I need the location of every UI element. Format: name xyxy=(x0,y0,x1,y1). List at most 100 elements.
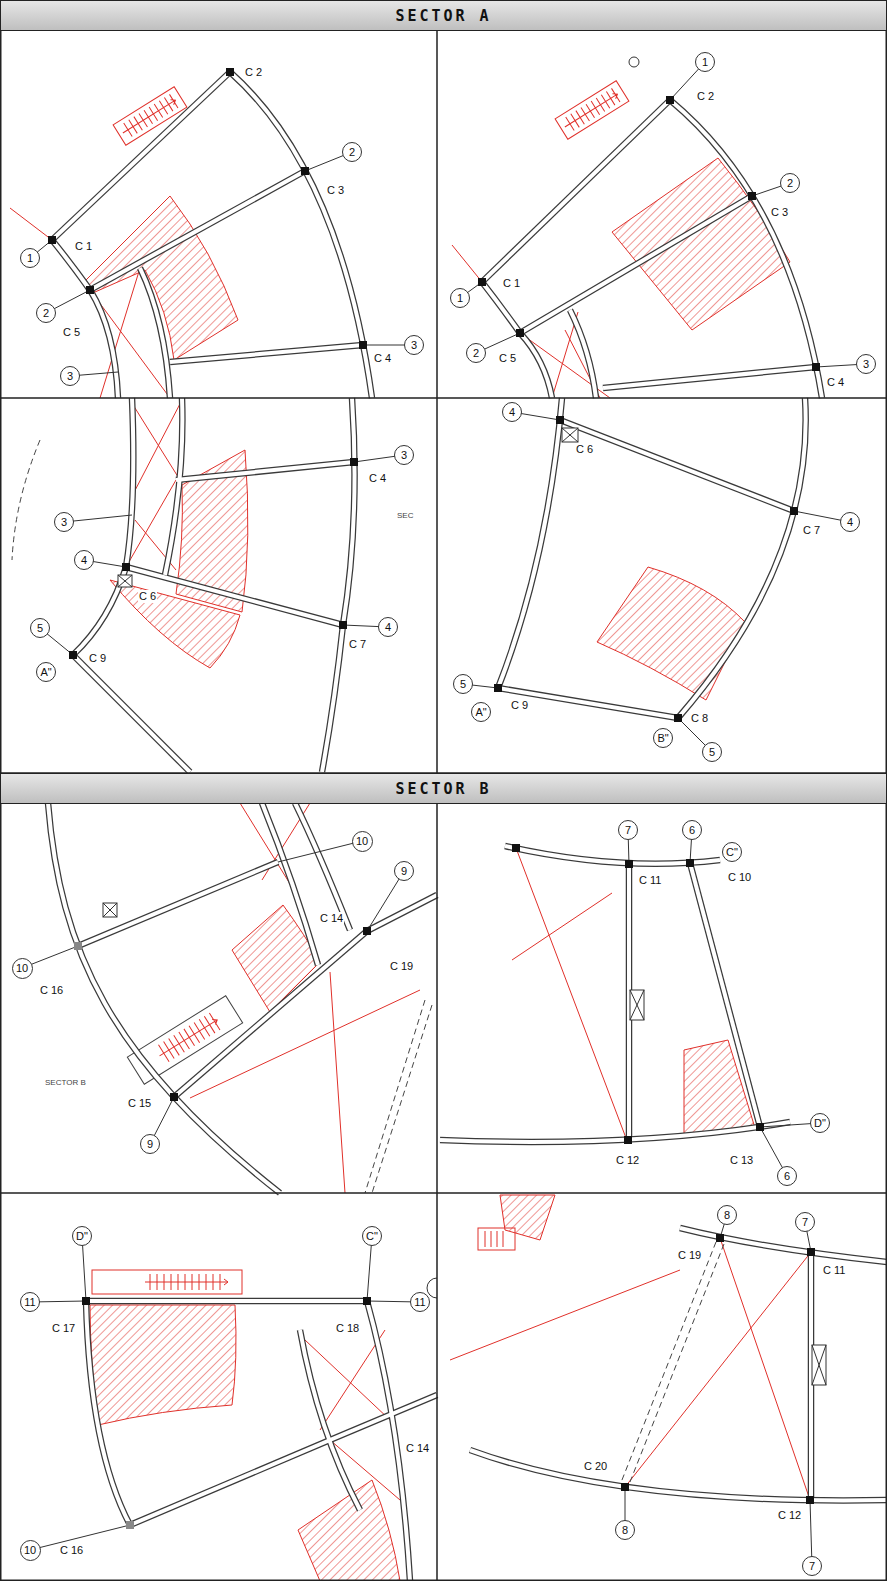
column-label: C 12 xyxy=(777,1509,802,1522)
note-label: SEC xyxy=(396,511,414,521)
drawing-part xyxy=(154,1011,222,1064)
grid-bubble: 4 xyxy=(378,617,398,637)
column-label: C 10 xyxy=(727,871,752,884)
drawing-part xyxy=(113,87,187,146)
stairs xyxy=(92,81,629,1294)
drawing-part xyxy=(103,903,117,917)
drawing-part xyxy=(562,428,578,442)
sector-band: SECTOR A xyxy=(0,0,887,31)
grid-bubble: 10 xyxy=(12,958,33,979)
drawing-part xyxy=(500,1195,555,1240)
grid-number: 1 xyxy=(702,56,708,68)
drawing-part xyxy=(463,412,850,752)
drawing-part xyxy=(363,1297,371,1305)
drawing-part xyxy=(624,1136,632,1144)
drawing-part xyxy=(674,714,682,722)
grid-bubble: 10 xyxy=(352,831,373,852)
grid-number: A" xyxy=(475,706,486,718)
drawing-part xyxy=(720,1238,810,1500)
column-label: C 2 xyxy=(244,66,263,79)
column-label: C 5 xyxy=(498,352,517,365)
grid-number: 3 xyxy=(61,516,67,528)
column-label: C 16 xyxy=(59,1544,84,1557)
grid-number: 7 xyxy=(802,1216,808,1228)
column-label: C 1 xyxy=(502,277,521,290)
drawing-part xyxy=(756,1123,764,1131)
drawing-part xyxy=(555,81,629,140)
column-label: C 3 xyxy=(326,184,345,197)
openings xyxy=(103,57,826,1385)
drawing-part xyxy=(74,942,82,950)
grid-bubble: 2 xyxy=(780,173,800,193)
grid-bubble: C" xyxy=(722,842,742,862)
grid-bubble: 1 xyxy=(20,248,40,268)
grid-bubble: B" xyxy=(653,728,673,748)
drawing-part xyxy=(478,278,486,286)
grid-bubble: 3 xyxy=(404,335,424,355)
column-label: C 11 xyxy=(638,874,662,887)
grid-bubble: D" xyxy=(72,1226,92,1246)
grid-number: 2 xyxy=(349,146,355,158)
column-label: C 18 xyxy=(335,1322,360,1335)
leader-lines xyxy=(22,62,866,1566)
drawing-part xyxy=(561,87,622,133)
grid-bubble: 4 xyxy=(840,512,860,532)
grid-number: 7 xyxy=(625,824,631,836)
drawing-part xyxy=(40,455,404,655)
column-label: C 11 xyxy=(822,1264,846,1277)
column-label: C 17 xyxy=(51,1322,76,1335)
beam-fill xyxy=(48,72,887,1581)
grid-number: 3 xyxy=(401,449,407,461)
drawing-part xyxy=(30,1236,420,1550)
column-label: C 7 xyxy=(802,524,821,537)
drawing-part xyxy=(69,651,77,659)
grid-number: 9 xyxy=(401,865,407,877)
drawing-part xyxy=(630,990,644,1020)
drawing-part xyxy=(812,1345,826,1385)
drawing-part xyxy=(556,416,564,424)
drawing-part xyxy=(748,192,756,200)
drawing-part xyxy=(0,30,887,1581)
drawing-part xyxy=(48,236,56,244)
grid-bubble: 5 xyxy=(30,618,50,638)
dashed-lines xyxy=(12,440,724,1487)
column-label: C 6 xyxy=(138,590,157,603)
column-label: C 14 xyxy=(405,1442,430,1455)
column-label: C 8 xyxy=(690,712,709,725)
drawing-part xyxy=(12,440,40,560)
sector-title: SECTOR A xyxy=(395,7,491,25)
drawing-part xyxy=(812,1345,826,1385)
grid-bubble: 4 xyxy=(502,402,522,422)
drawing-part xyxy=(562,428,578,442)
drawing-part xyxy=(485,1231,503,1247)
grid-number: 5 xyxy=(709,746,715,758)
column-label: C 4 xyxy=(368,472,387,485)
drawing-part xyxy=(365,1000,425,1193)
drawing-part xyxy=(127,996,242,1085)
drawing-part xyxy=(516,329,524,337)
drawing-part xyxy=(10,208,52,240)
grid-bubble: 8 xyxy=(717,1205,737,1225)
column-label: C 20 xyxy=(583,1460,608,1473)
grid-bubble: 3 xyxy=(394,445,414,465)
grid-bubble: 3 xyxy=(54,512,74,532)
column-label: C 15 xyxy=(127,1097,152,1110)
grid-bubble: 11 xyxy=(20,1292,40,1312)
drawing-part xyxy=(190,990,420,1098)
grid-number: D" xyxy=(76,1230,88,1242)
grid-number: 10 xyxy=(356,835,368,847)
column-label: C 16 xyxy=(39,984,64,997)
grid-bubble: 6 xyxy=(777,1166,797,1186)
drawing-part xyxy=(516,848,626,1138)
column-label: C 19 xyxy=(677,1249,702,1262)
drawing-part xyxy=(82,1297,90,1305)
grid-number: 2 xyxy=(473,347,479,359)
grid-bubble: 5 xyxy=(702,742,722,762)
grid-number: 5 xyxy=(460,678,466,690)
drawing-part xyxy=(630,990,644,1020)
column-label: C 4 xyxy=(826,376,845,389)
grid-number: 4 xyxy=(509,406,515,418)
drawing-part xyxy=(92,1270,242,1294)
